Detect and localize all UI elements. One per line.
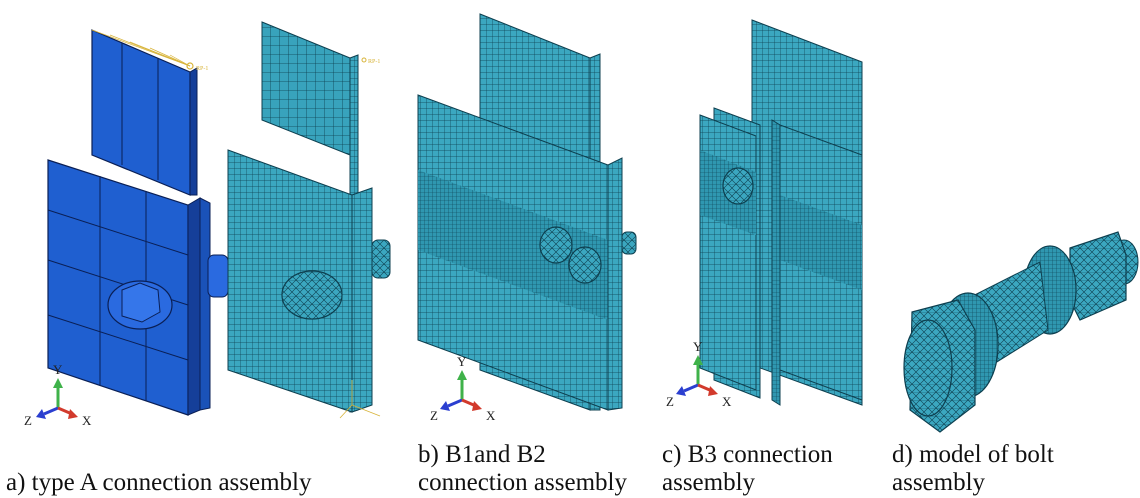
axis-triad-a: Y Z X xyxy=(24,362,92,428)
ref-point-label: RP-1 xyxy=(368,59,380,65)
axis-z-label: Z xyxy=(430,408,438,423)
ref-point-label: RP-1 xyxy=(196,66,208,72)
axis-y-label: Y xyxy=(693,339,703,354)
caption-panel-b-line2: connection assembly xyxy=(418,469,627,496)
caption-panel-c-line2: assembly xyxy=(662,469,756,496)
axis-x-label: X xyxy=(486,408,496,423)
axis-triad-c: Y Z X xyxy=(666,339,732,409)
caption-panel-a: a) type A connection assembly xyxy=(6,469,312,496)
axis-y-label: Y xyxy=(457,354,467,369)
axis-z-label: Z xyxy=(24,413,32,428)
axis-x-label: X xyxy=(82,413,92,428)
small-axis-icon xyxy=(339,380,381,419)
ref-point-rp1-icon xyxy=(91,29,194,70)
panel-a-mesh-model: RP-1 xyxy=(227,21,391,419)
panel-c-mesh-model xyxy=(699,19,863,406)
caption-panel-d-line2: assembly xyxy=(892,469,986,496)
caption-panel-b-line1: b) B1and B2 xyxy=(418,441,546,468)
axis-y-label: Y xyxy=(53,362,63,377)
panel-d-bolt-model xyxy=(903,231,1139,433)
axis-x-label: X xyxy=(722,394,732,409)
axis-z-label: Z xyxy=(666,394,674,409)
panel-a-solid-model: RP-1 xyxy=(47,29,229,416)
axis-triad-b: Y Z X xyxy=(430,354,496,423)
caption-panel-c-line1: c) B3 connection xyxy=(662,441,833,468)
ref-point-rp1-icon xyxy=(361,57,367,63)
caption-panel-d-line1: d) model of bolt xyxy=(892,441,1054,468)
panel-b-mesh-model xyxy=(417,13,637,411)
